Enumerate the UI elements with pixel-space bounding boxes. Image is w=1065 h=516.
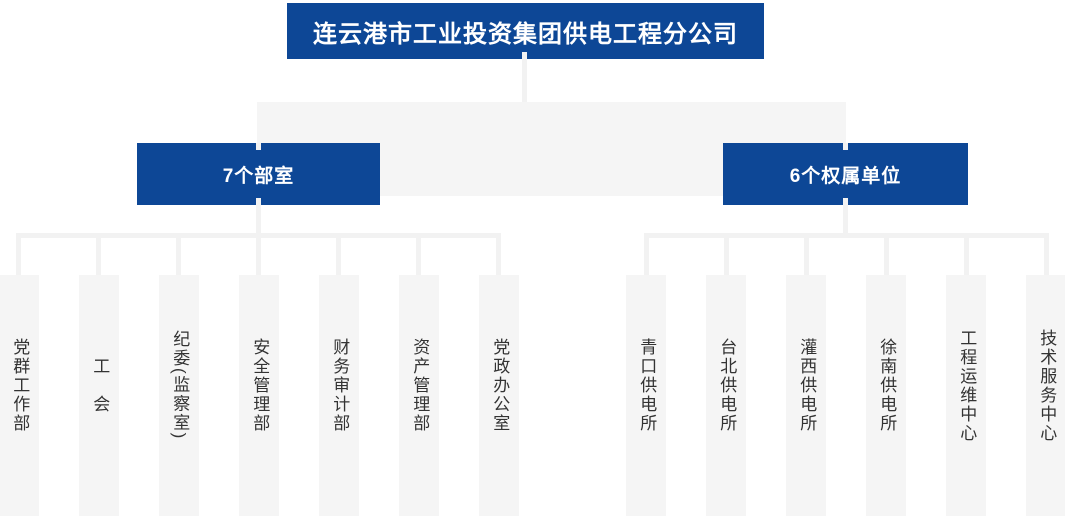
connector-stub — [804, 238, 809, 275]
unit-box: 台北供电所 — [706, 275, 746, 516]
unit-label: 青口供电所 — [637, 338, 657, 433]
dept-box: 财务审计部 — [319, 275, 359, 516]
group-units-label: 6个权属单位 — [789, 165, 902, 187]
group-box-units: 6个权属单位 — [723, 143, 968, 205]
dept-label: 安全管理部 — [250, 338, 270, 433]
dept-box: 党群工作部 — [0, 275, 39, 516]
unit-box: 灌西供电所 — [786, 275, 826, 516]
connector-stub — [16, 238, 21, 275]
org-root-box: 连云港市工业投资集团供电工程分公司 — [287, 3, 764, 59]
connector-stub — [256, 238, 261, 275]
connector-root-vertical — [522, 52, 527, 102]
connector-stub — [964, 238, 969, 275]
dept-box: 工 会 — [79, 275, 119, 516]
connector-departments-top-tick — [256, 143, 261, 150]
connector-departments-horizontal — [16, 233, 501, 238]
group-box-departments: 7个部室 — [137, 143, 380, 205]
unit-box: 徐南供电所 — [866, 275, 906, 516]
connector-units-horizontal — [644, 233, 1049, 238]
unit-label: 技术服务中心 — [1037, 328, 1057, 443]
dept-label: 纪委(监察室) — [170, 330, 190, 441]
unit-label: 灌西供电所 — [797, 338, 817, 433]
dept-box: 资产管理部 — [399, 275, 439, 516]
connector-stub — [884, 238, 889, 275]
connector-departments-vertical — [256, 198, 261, 238]
unit-label: 台北供电所 — [717, 338, 737, 433]
dept-label: 财务审计部 — [330, 338, 350, 433]
connector-stub — [416, 238, 421, 275]
connector-stub — [644, 238, 649, 275]
unit-box: 工程运维中心 — [946, 275, 986, 516]
dept-label: 党群工作部 — [10, 338, 30, 433]
connector-stub — [1044, 238, 1049, 275]
dept-box: 党政办公室 — [479, 275, 519, 516]
dept-label: 工 会 — [90, 357, 110, 414]
connector-stub — [96, 238, 101, 275]
unit-box: 青口供电所 — [626, 275, 666, 516]
dept-label: 资产管理部 — [410, 338, 430, 433]
connector-units-top-tick — [843, 143, 848, 150]
dept-box: 纪委(监察室) — [159, 275, 199, 516]
unit-box: 技术服务中心 — [1026, 275, 1065, 516]
org-root-label: 连云港市工业投资集团供电工程分公司 — [313, 20, 738, 48]
connector-units-vertical — [843, 198, 848, 238]
connector-stub — [336, 238, 341, 275]
unit-label: 工程运维中心 — [957, 328, 977, 443]
connector-stub — [724, 238, 729, 275]
group-departments-label: 7个部室 — [222, 165, 295, 187]
dept-box: 安全管理部 — [239, 275, 279, 516]
unit-label: 徐南供电所 — [877, 338, 897, 433]
connector-stub — [496, 238, 501, 275]
dept-label: 党政办公室 — [490, 338, 510, 433]
connector-stub — [176, 238, 181, 275]
